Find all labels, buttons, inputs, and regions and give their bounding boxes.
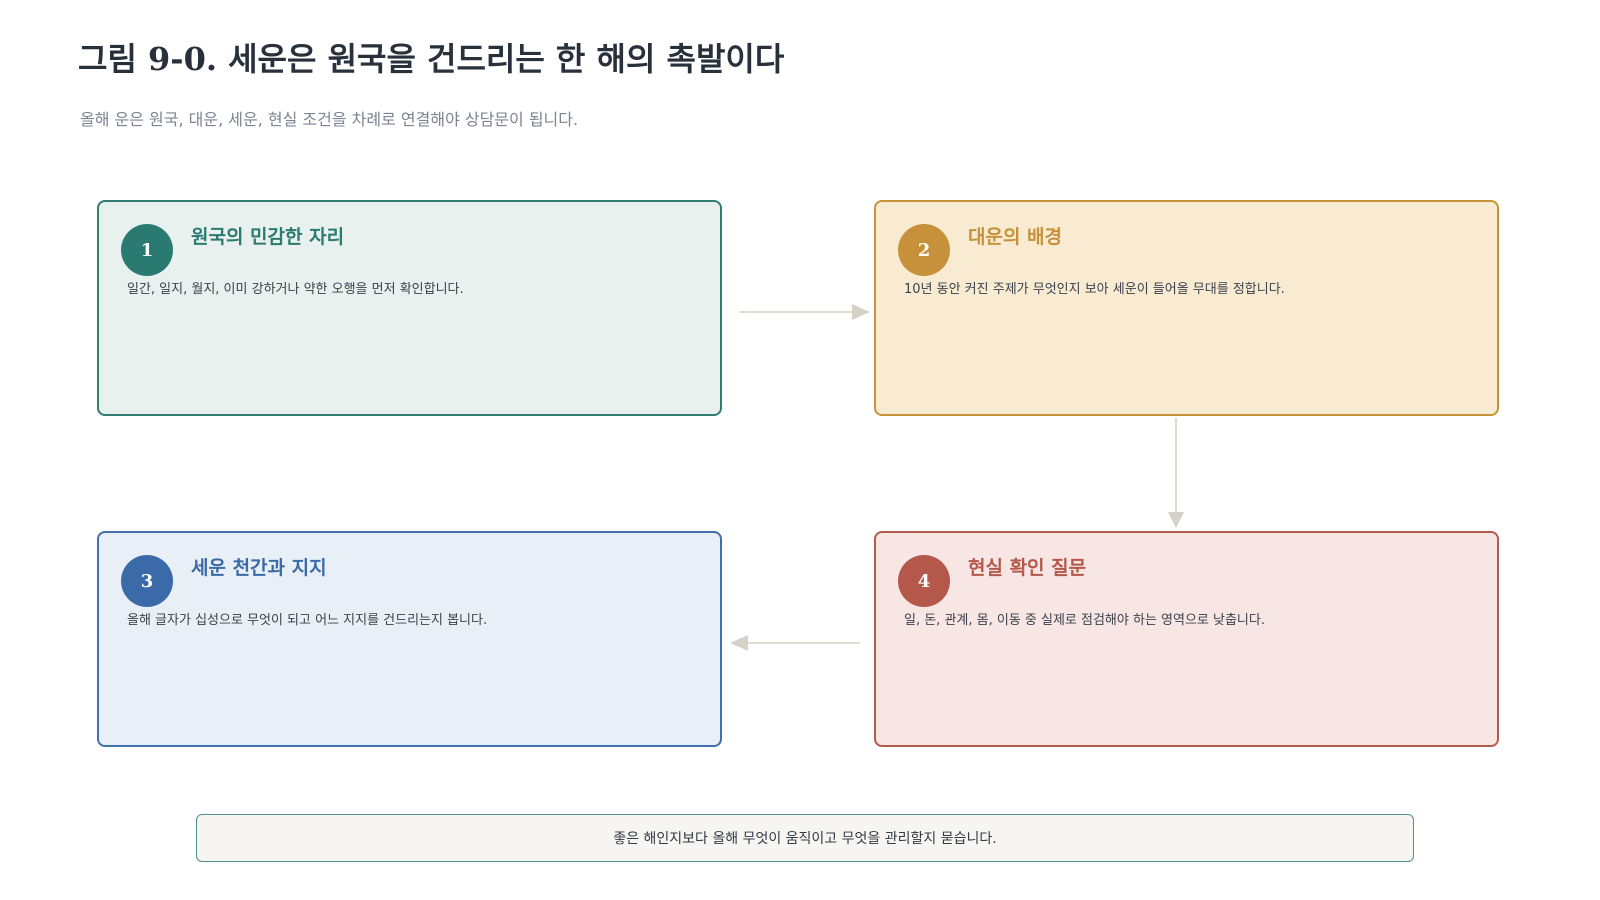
- step-title: 현실 확인 질문: [968, 557, 1087, 579]
- step-title: 세운 천간과 지지: [191, 557, 327, 579]
- arrow-step4-to-step3: [730, 635, 860, 651]
- step-description: 10년 동안 커진 주제가 무엇인지 보아 세운이 들어올 무대를 정합니다.: [904, 282, 1285, 297]
- step-card-3: 3 세운 천간과 지지 올해 글자가 십성으로 무엇이 되고 어느 지지를 건드…: [97, 531, 722, 747]
- step-number-badge: 4: [898, 555, 950, 607]
- footer-note: 좋은 해인지보다 올해 무엇이 움직이고 무엇을 관리할지 묻습니다.: [196, 814, 1414, 862]
- arrow-step2-to-step4: [1168, 418, 1184, 528]
- figure-title: 그림 9-0. 세운은 원국을 건드리는 한 해의 촉발이다: [78, 40, 785, 78]
- step-number-badge: 2: [898, 224, 950, 276]
- arrow-step1-to-step2: [739, 304, 870, 320]
- step-description: 일, 돈, 관계, 몸, 이동 중 실제로 점검해야 하는 영역으로 낮춥니다.: [904, 613, 1265, 628]
- step-number-badge: 3: [121, 555, 173, 607]
- step-card-2: 2 대운의 배경 10년 동안 커진 주제가 무엇인지 보아 세운이 들어올 무…: [874, 200, 1499, 416]
- step-title: 대운의 배경: [968, 226, 1063, 248]
- figure-subtitle: 올해 운은 원국, 대운, 세운, 현실 조건을 차례로 연결해야 상담문이 됩…: [80, 110, 579, 129]
- step-number-badge: 1: [121, 224, 173, 276]
- step-card-1: 1 원국의 민감한 자리 일간, 일지, 월지, 이미 강하거나 약한 오행을 …: [97, 200, 722, 416]
- step-description: 올해 글자가 십성으로 무엇이 되고 어느 지지를 건드리는지 봅니다.: [127, 613, 488, 628]
- step-title: 원국의 민감한 자리: [191, 226, 345, 248]
- step-card-4: 4 현실 확인 질문 일, 돈, 관계, 몸, 이동 중 실제로 점검해야 하는…: [874, 531, 1499, 747]
- step-description: 일간, 일지, 월지, 이미 강하거나 약한 오행을 먼저 확인합니다.: [127, 282, 464, 297]
